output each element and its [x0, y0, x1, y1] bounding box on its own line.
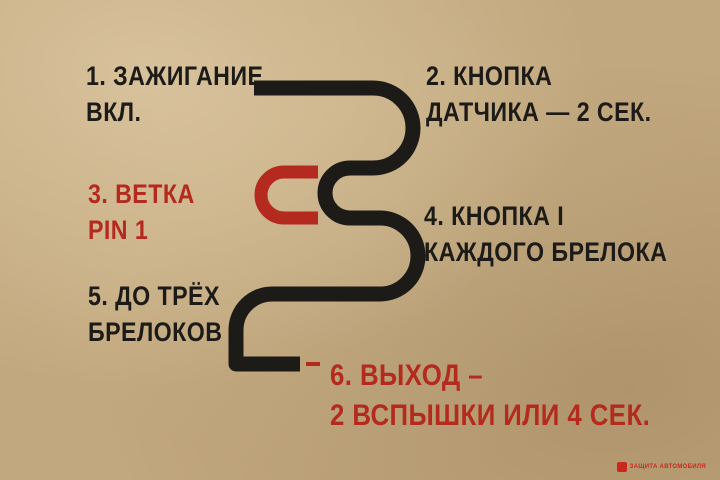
step-6-line-2: 2 ВСПЫШКИ ИЛИ 4 СЕК.	[330, 399, 651, 432]
step-2-sensor-button: 2. КНОПКА ДАТЧИКА — 2 СЕК.	[426, 58, 652, 130]
brand-mark-icon	[616, 462, 627, 472]
step-2-line-2: ДАТЧИКА — 2 СЕК.	[426, 97, 652, 127]
brand-logo: ЗАЩИТА АВТОМОБИЛЯ	[616, 462, 706, 472]
step-3-pin-branch: 3. ВЕТКА PIN 1	[88, 176, 195, 248]
step-4-key-fob-button: 4. КНОПКА I КАЖДОГО БРЕЛОКА	[424, 198, 667, 270]
step-3-line-1: 3. ВЕТКА	[88, 179, 195, 209]
step-1-line-1: 1. ЗАЖИГАНИЕ	[86, 61, 264, 91]
step-4-line-2: КАЖДОГО БРЕЛОКА	[424, 237, 668, 267]
brand-logo-text: ЗАЩИТА АВТОМОБИЛЯ	[629, 464, 706, 470]
main-path-black	[228, 80, 426, 372]
step-5-up-to-three-fobs: 5. ДО ТРЁХ БРЕЛОКОВ	[88, 278, 222, 350]
step-5-line-2: БРЕЛОКОВ	[88, 317, 223, 347]
step-1-ignition-on: 1. ЗАЖИГАНИЕ ВКЛ.	[86, 58, 263, 130]
branch-loop-red	[254, 165, 318, 225]
step-3-line-2: PIN 1	[88, 215, 149, 245]
step-4-line-1: 4. КНОПКА I	[424, 201, 565, 231]
step-5-line-1: 5. ДО ТРЁХ	[88, 281, 220, 311]
step-6-exit: 6. ВЫХОД – 2 ВСПЫШКИ ИЛИ 4 СЕК.	[330, 356, 650, 436]
step-6-line-1: 6. ВЫХОД –	[330, 359, 484, 392]
step-1-line-2: ВКЛ.	[86, 97, 142, 127]
step-2-line-1: 2. КНОПКА	[426, 61, 553, 91]
